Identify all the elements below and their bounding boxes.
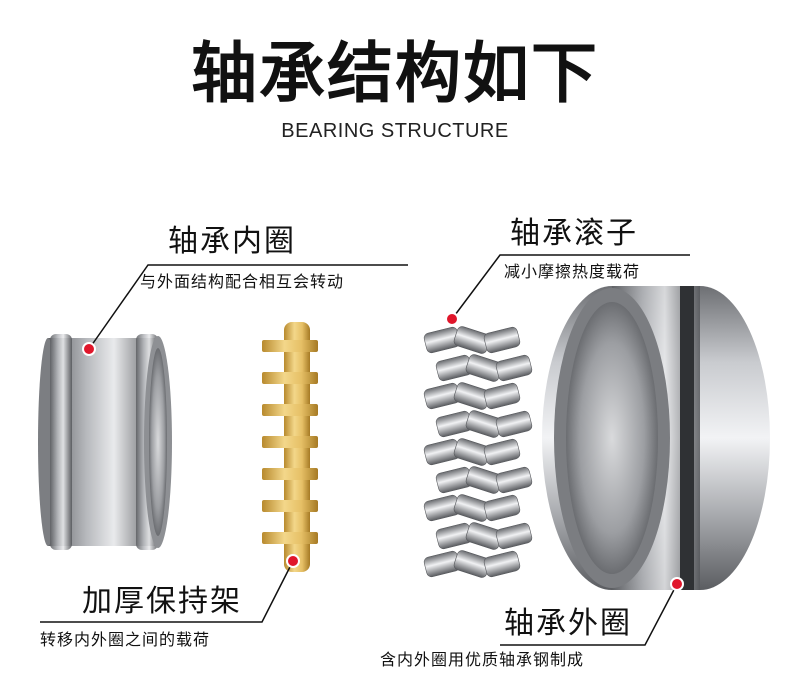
outer-ring-leader [500, 583, 678, 646]
cage-marker [286, 554, 300, 568]
outer-ring-title: 轴承外圈 [504, 606, 632, 641]
cage-leader [40, 560, 294, 623]
roller [495, 522, 533, 550]
outer-ring-desc: 含内外圈用优质轴承钢制成 [380, 650, 585, 669]
page-title: 轴承结构如下 [191, 35, 599, 112]
roller [483, 438, 521, 466]
roller [483, 326, 521, 354]
roller-desc: 减小摩擦热度载荷 [504, 262, 641, 281]
roller-title: 轴承滚子 [510, 216, 638, 251]
roller [495, 466, 533, 494]
page-subtitle: BEARING STRUCTURE [281, 120, 509, 142]
inner-ring-leader [88, 264, 408, 350]
inner-ring-title: 轴承内圈 [168, 224, 296, 259]
cage-title: 加厚保持架 [82, 584, 242, 619]
roller [483, 550, 521, 578]
inner-ring-image [38, 334, 172, 550]
outer-ring-marker [670, 577, 684, 591]
outer-ring-image [542, 286, 770, 590]
cage-image [262, 322, 318, 572]
roller-marker [445, 312, 459, 326]
roller [495, 410, 533, 438]
rollers-image [423, 326, 533, 578]
cage-desc: 转移内外圈之间的载荷 [40, 630, 211, 649]
inner-ring-marker [82, 342, 96, 356]
roller [495, 354, 533, 382]
inner-ring-desc: 与外面结构配合相互会转动 [140, 272, 345, 291]
roller [483, 382, 521, 410]
roller-leader [451, 254, 690, 320]
roller [483, 494, 521, 522]
